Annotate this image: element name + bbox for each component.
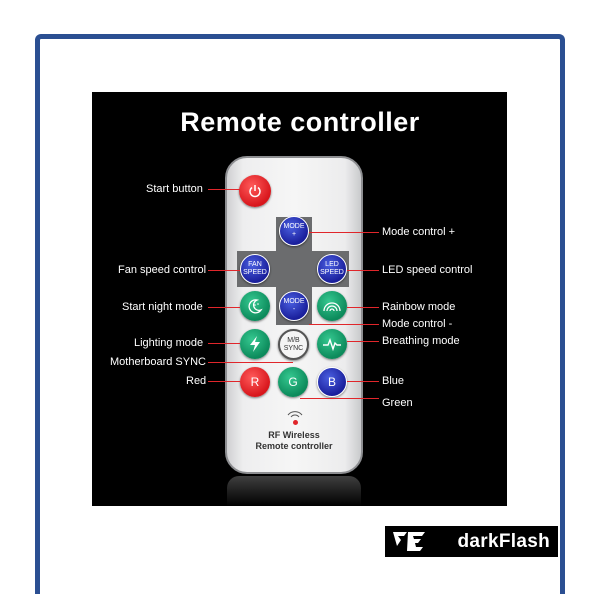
callout-line-mode-minus <box>309 324 379 325</box>
label-lighting-mode: Lighting mode <box>134 337 204 349</box>
callout-line-lighting <box>208 343 240 344</box>
label-red: Red <box>186 375 207 387</box>
blue-button[interactable]: B <box>317 367 347 397</box>
label-start-button: Start button <box>146 183 203 195</box>
moon-icon <box>248 299 263 314</box>
label-breathing: Breathing mode <box>382 335 460 347</box>
label-mode-minus: Mode control - <box>382 318 453 330</box>
rainbow-icon <box>323 302 341 312</box>
callout-line-night <box>208 307 240 308</box>
label-night-mode: Start night mode <box>122 301 203 313</box>
lightning-icon <box>250 336 260 352</box>
led-speed-button[interactable]: LED SPEED <box>317 254 347 284</box>
remote-reflection <box>227 476 361 506</box>
label-mb-sync: Motherboard SYNC <box>110 356 206 368</box>
label-mode-plus: Mode control + <box>382 226 456 238</box>
rf-label-line1: RF Wireless <box>268 430 320 440</box>
brand-name: darkFlash <box>457 530 550 552</box>
mb-sync-button[interactable]: M/B SYNC <box>278 329 309 360</box>
lighting-mode-button[interactable] <box>240 329 270 359</box>
rf-label-line2: Remote controller <box>255 441 333 451</box>
blue-frame-border <box>35 34 565 594</box>
fan-speed-label: FAN SPEED <box>243 261 267 276</box>
heartbeat-icon <box>323 337 341 351</box>
rainbow-mode-button[interactable] <box>317 291 347 321</box>
callout-line-fan-speed <box>208 270 240 271</box>
green-button-label: G <box>288 375 298 389</box>
callout-line-mode-plus <box>309 232 379 233</box>
brand-mark-icon <box>393 532 425 551</box>
callout-line-blue <box>347 381 379 382</box>
callout-line-red <box>208 381 240 382</box>
page-title: Remote controller <box>180 107 420 137</box>
label-fan-speed: Fan speed control <box>118 264 207 276</box>
label-led-speed: LED speed control <box>382 264 473 276</box>
indicator-led <box>293 420 298 425</box>
blue-button-label: B <box>327 375 336 389</box>
mode-plus-button[interactable]: MODE + <box>279 216 309 246</box>
power-icon <box>249 185 261 198</box>
red-button-label: R <box>250 375 260 389</box>
breathing-mode-button[interactable] <box>317 329 347 359</box>
label-blue: Blue <box>382 375 405 387</box>
label-green: Green <box>382 397 413 409</box>
wireless-icon <box>287 411 303 418</box>
mb-sync-label: M/B SYNC <box>283 336 304 352</box>
rf-label: RF Wireless Remote controller <box>225 430 363 452</box>
callout-line-start <box>208 189 240 190</box>
mode-minus-label: MODE - <box>283 298 305 313</box>
callout-line-rainbow <box>347 307 379 308</box>
callout-line-green <box>300 398 379 399</box>
red-button[interactable]: R <box>240 367 270 397</box>
mode-plus-label: MODE + <box>283 223 305 238</box>
label-rainbow: Rainbow mode <box>382 301 456 313</box>
led-speed-label: LED SPEED <box>320 261 344 276</box>
callout-line-mb-sync <box>208 362 293 363</box>
callout-line-led-speed <box>347 270 379 271</box>
night-mode-button[interactable] <box>240 291 270 321</box>
brand-logo: darkFlash <box>385 526 558 557</box>
mode-minus-button[interactable]: MODE - <box>279 291 309 321</box>
green-button[interactable]: G <box>278 367 308 397</box>
callout-line-breathing <box>347 341 379 342</box>
fan-speed-button[interactable]: FAN SPEED <box>240 254 270 284</box>
power-button[interactable] <box>239 175 271 207</box>
